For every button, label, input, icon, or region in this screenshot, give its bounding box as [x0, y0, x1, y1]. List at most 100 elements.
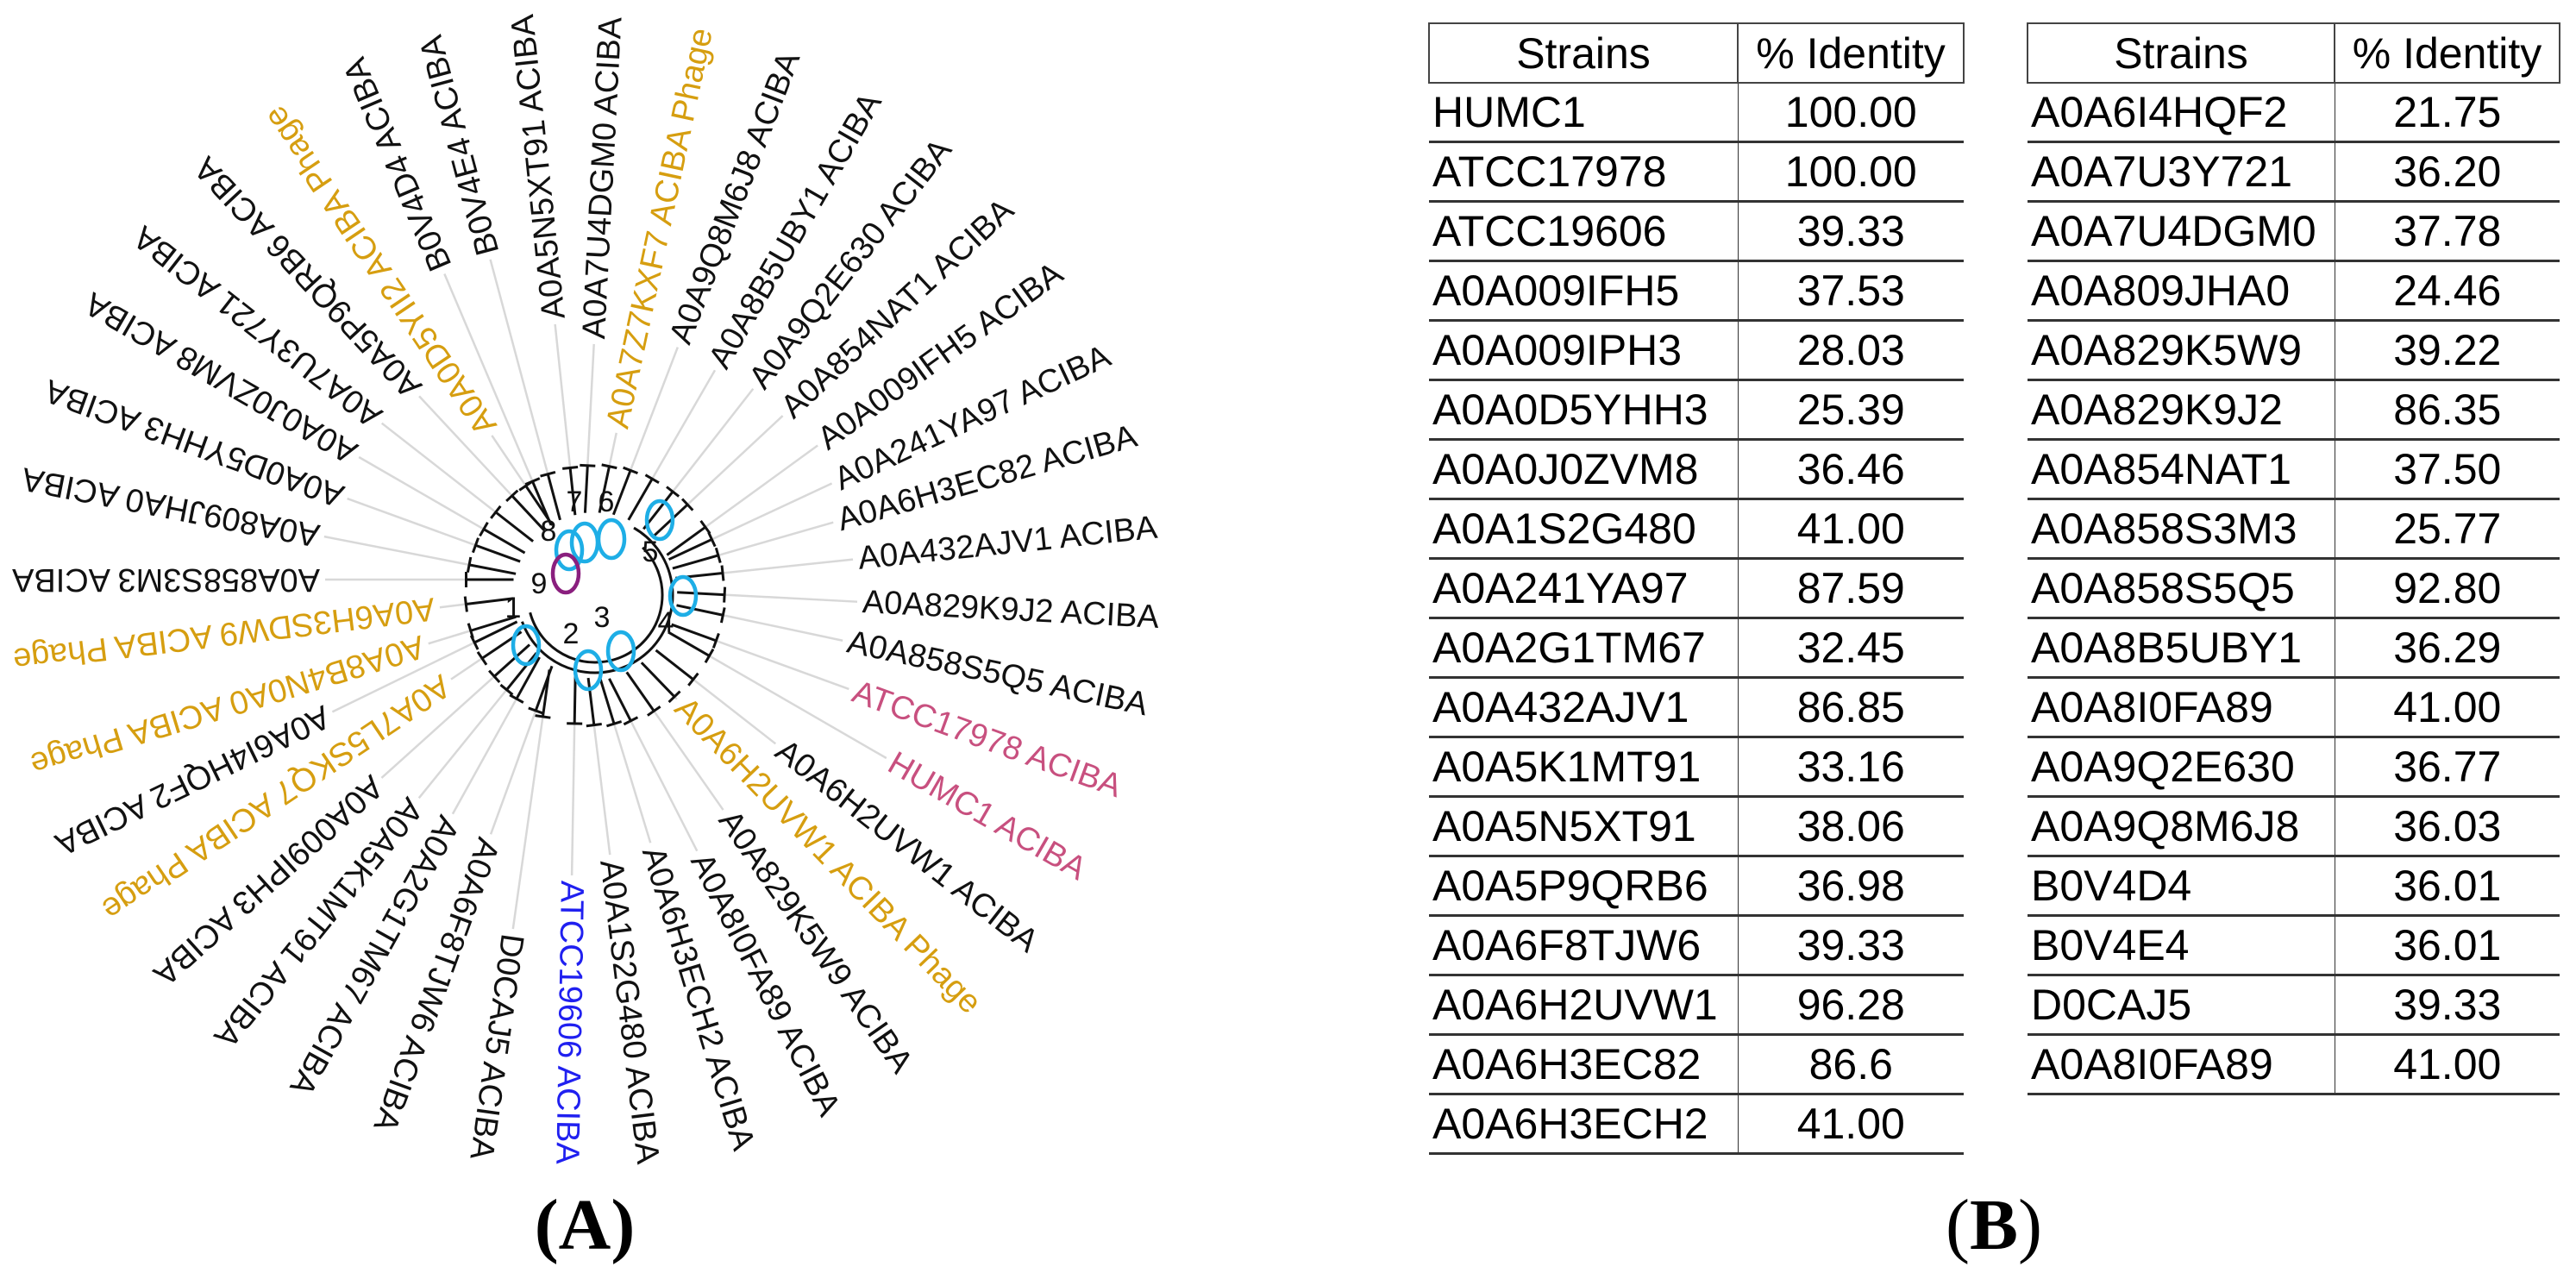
node-number: 4	[658, 606, 674, 639]
identity-cell: 36.46	[1738, 439, 1964, 500]
strain-cell: ATCC17978	[1429, 141, 1739, 203]
leaf-label: A0A858S3M3 ACIBA	[11, 561, 320, 598]
leaf-connector-line	[511, 716, 544, 930]
leaf-connector-line	[686, 415, 784, 505]
strain-cell: A0A0D5YHH3	[1429, 379, 1739, 441]
leaf-connector-line	[443, 273, 534, 482]
tree-branch-tick	[463, 596, 468, 612]
leaf-connector-line	[439, 603, 467, 609]
strain-cell: A0A0J0ZVM8	[1429, 439, 1739, 500]
panel-label-a: (A)	[534, 1185, 636, 1265]
tree-branch-tick	[509, 693, 524, 704]
strain-cell: A0A9Q2E630	[2028, 737, 2335, 798]
node-circle	[573, 649, 604, 692]
panel-label-b: (B)	[1946, 1185, 2042, 1265]
identity-cell: 38.06	[1738, 796, 1964, 857]
leaf-connector-line	[608, 432, 617, 467]
leaf-label: A0A5N5XT91 ACIBA	[505, 12, 573, 321]
leaf-connector-line	[489, 259, 549, 475]
strain-cell: A0A5N5XT91	[1429, 796, 1739, 857]
leaf-connector-line	[418, 395, 513, 497]
tree-branch-tick	[476, 651, 488, 666]
leaf-label: ATCC19606 ACIBA	[548, 881, 590, 1165]
strain-cell: A0A6I4HQF2	[2028, 83, 2335, 143]
tree-branch	[468, 563, 517, 575]
leaf-connector-line	[715, 639, 849, 691]
strain-cell: A0A8I0FA89	[2028, 1034, 2335, 1095]
tree-branch	[677, 591, 725, 597]
strain-cell: A0A241YA97	[1429, 558, 1739, 619]
tree-branch-tick	[723, 586, 727, 603]
column-header-identity: % Identity	[1737, 22, 1965, 84]
identity-cell: 28.03	[1738, 320, 1964, 381]
leaf-connector-line	[586, 343, 595, 466]
leaf-connector-line	[554, 323, 572, 468]
node-number: 9	[531, 568, 548, 600]
identity-cell: 92.80	[2335, 558, 2560, 619]
leaf-connector-line	[489, 710, 537, 835]
tree-branch-tick	[601, 463, 617, 470]
tree-branch	[672, 554, 719, 570]
tree-branch-tick	[540, 470, 556, 478]
leaf-connector-line	[722, 558, 854, 574]
node-circle	[596, 517, 627, 561]
identity-cell: 36.29	[2335, 618, 2560, 679]
identity-cell: 41.00	[1738, 499, 1964, 560]
tree-branch	[666, 525, 706, 556]
leaf-connector-line	[629, 347, 680, 471]
identity-cell: 86.6	[1738, 1034, 1964, 1095]
strain-cell: A0A6F8TJW6	[1429, 915, 1739, 976]
node-number: 7	[567, 486, 583, 518]
leaf-connector-line	[417, 688, 508, 800]
strain-cell: A0A829K5W9	[2028, 320, 2335, 381]
node-circle	[550, 552, 581, 595]
tree-branch-tick	[535, 714, 551, 719]
tree-branch-tick	[707, 531, 717, 548]
leaf-connector-line	[331, 641, 475, 713]
column-header-strains: Strains	[2027, 22, 2335, 84]
tree-branch	[676, 604, 724, 617]
identity-cell: 100.00	[1738, 83, 1964, 143]
strain-cell: A0A6H3ECH2	[1429, 1094, 1739, 1155]
leaf-connector-line	[708, 655, 887, 760]
node-circle	[554, 529, 585, 572]
identity-cell: 41.00	[2335, 677, 2560, 738]
identity-cell: 25.39	[1738, 379, 1964, 441]
node-circle	[511, 624, 542, 667]
tree-branch	[640, 662, 676, 698]
tree-branch-tick	[704, 648, 715, 664]
table-header-row: Strains % Identity	[1428, 22, 1965, 84]
panel-letter-b: B	[1969, 1185, 2019, 1265]
leaf-connector-line	[612, 723, 652, 843]
identity-cell: 39.22	[2335, 320, 2560, 381]
tree-branch	[534, 665, 554, 712]
tree-branch-tick	[668, 690, 681, 704]
strain-cell: A0A6H3EC82	[1429, 1034, 1739, 1095]
strain-cell: A0A858S3M3	[2028, 499, 2335, 560]
tree-branch-tick	[680, 498, 694, 511]
strain-cell: A0A809JHA0	[2028, 260, 2335, 322]
tree-branch	[627, 478, 654, 521]
node-number: 2	[563, 618, 580, 650]
